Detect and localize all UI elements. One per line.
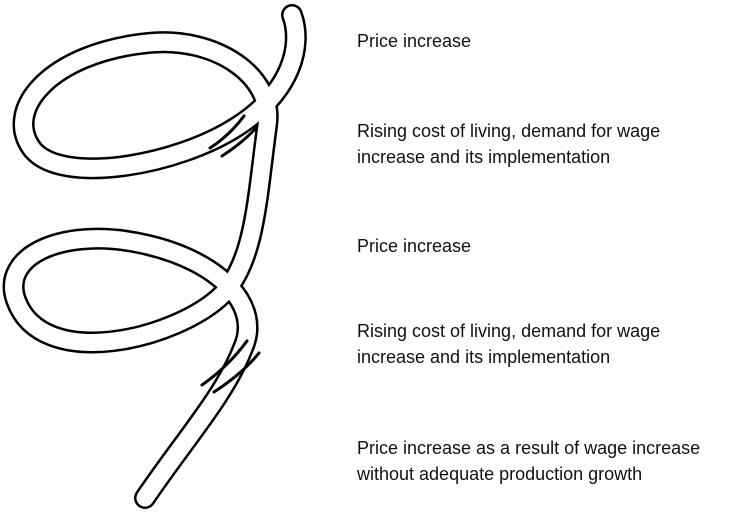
label-price-increase-middle: Price increase (357, 236, 472, 256)
spiral-illustration (2, 4, 307, 509)
label-price-increase-wage-result: Price increase as a result of wage incre… (357, 438, 701, 484)
label-rising-cost-top: Rising cost of living, demand for wage i… (357, 121, 661, 167)
label-price-increase-top: Price increase (357, 31, 472, 51)
label-rising-cost-bottom: Rising cost of living, demand for wage i… (357, 321, 661, 367)
